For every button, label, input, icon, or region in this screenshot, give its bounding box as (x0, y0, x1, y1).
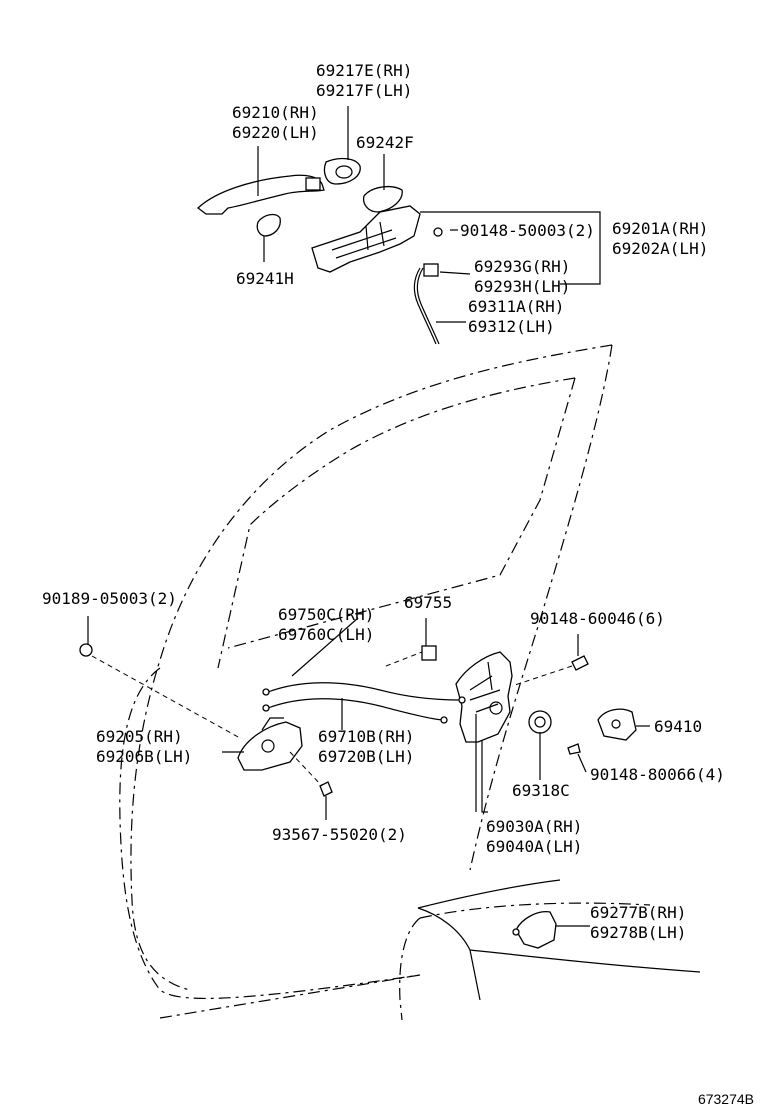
label-69202A: 69202A(LH) (612, 239, 708, 258)
label-90148-60046: 90148-60046(6) (530, 609, 665, 628)
outside-handle-group (196, 157, 443, 345)
handle-cap (323, 157, 361, 185)
label-90148-50003: 90148-50003(2) (460, 221, 595, 240)
lock-screw (571, 655, 589, 671)
handle-end (305, 177, 321, 191)
label-69278B: 69278B(LH) (590, 923, 686, 942)
part-labels: 69217E(RH) 69217F(LH) 69210(RH) 69220(LH… (42, 61, 754, 1107)
striker (597, 708, 637, 741)
inside-handle-group (79, 643, 423, 797)
lock-cable (267, 682, 461, 701)
label-69040A: 69040A(LH) (486, 837, 582, 856)
handle-pad (362, 185, 403, 213)
lock-protector (421, 645, 437, 661)
inside-handle (237, 721, 303, 771)
label-69241H: 69241H (236, 269, 294, 288)
label-69277B: 69277B(RH) (590, 903, 686, 922)
label-69210: 69210(RH) (232, 103, 319, 122)
door-lock-assembly (455, 651, 513, 743)
label-69293G: 69293G(RH) (474, 257, 570, 276)
label-69410: 69410 (654, 717, 702, 736)
label-69030A: 69030A(RH) (486, 817, 582, 836)
label-69205: 69205(RH) (96, 727, 183, 746)
label-69312: 69312(LH) (468, 317, 555, 336)
outside-handle (196, 174, 325, 215)
inner-button-group (512, 911, 557, 949)
handle-pad-small (256, 213, 281, 237)
rod-clip (423, 263, 439, 277)
lock-group (262, 645, 637, 755)
leader-lines (87, 106, 650, 927)
label-69217E: 69217E(RH) (316, 61, 412, 80)
label-69318C: 69318C (512, 781, 570, 800)
label-69217F: 69217F(LH) (316, 81, 412, 100)
label-69720B: 69720B(LH) (318, 747, 414, 766)
door-outline (119, 344, 701, 1021)
label-69755: 69755 (404, 593, 452, 612)
label-69206B: 69206B(LH) (96, 747, 192, 766)
washer (528, 710, 552, 734)
label-69750C: 69750C(RH) (278, 605, 374, 624)
label-69311A: 69311A(RH) (468, 297, 564, 316)
label-69242F: 69242F (356, 133, 414, 152)
clip (79, 643, 93, 657)
label-90189-05003: 90189-05003(2) (42, 589, 177, 608)
label-93567-55020: 93567-55020(2) (272, 825, 407, 844)
label-69760C: 69760C(LH) (278, 625, 374, 644)
label-69201A: 69201A(RH) (612, 219, 708, 238)
striker-screw (567, 743, 581, 755)
label-69293H: 69293H(LH) (474, 277, 570, 296)
rod (413, 267, 437, 345)
figure-id: 673274B (698, 1091, 754, 1107)
inside-handle-screw (319, 781, 333, 797)
label-90148-80066: 90148-80066(4) (590, 765, 725, 784)
screw (433, 227, 443, 237)
label-69220: 69220(LH) (232, 123, 319, 142)
label-69710B: 69710B(RH) (318, 727, 414, 746)
lock-knob (515, 911, 557, 949)
